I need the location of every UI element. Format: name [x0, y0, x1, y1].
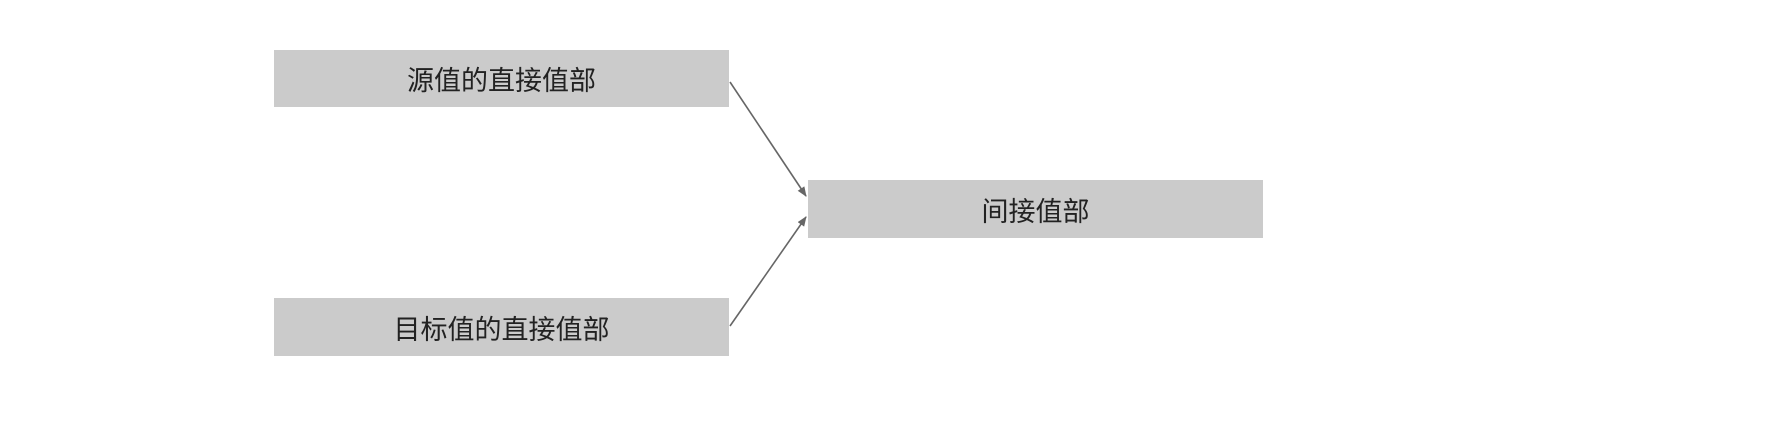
- source-direct-value-node: 源值的直接值部: [274, 50, 729, 107]
- target-direct-value-node: 目标值的直接值部: [274, 298, 729, 356]
- arrow-target-to-indirect: [729, 216, 807, 327]
- target-direct-value-label: 目标值的直接值部: [393, 314, 610, 346]
- indirect-value-node: 间接值部: [808, 180, 1263, 238]
- arrow-source-to-indirect: [729, 81, 807, 197]
- source-direct-value-label: 源值的直接值部: [407, 66, 596, 97]
- indirect-value-label: 间接值部: [981, 196, 1090, 228]
